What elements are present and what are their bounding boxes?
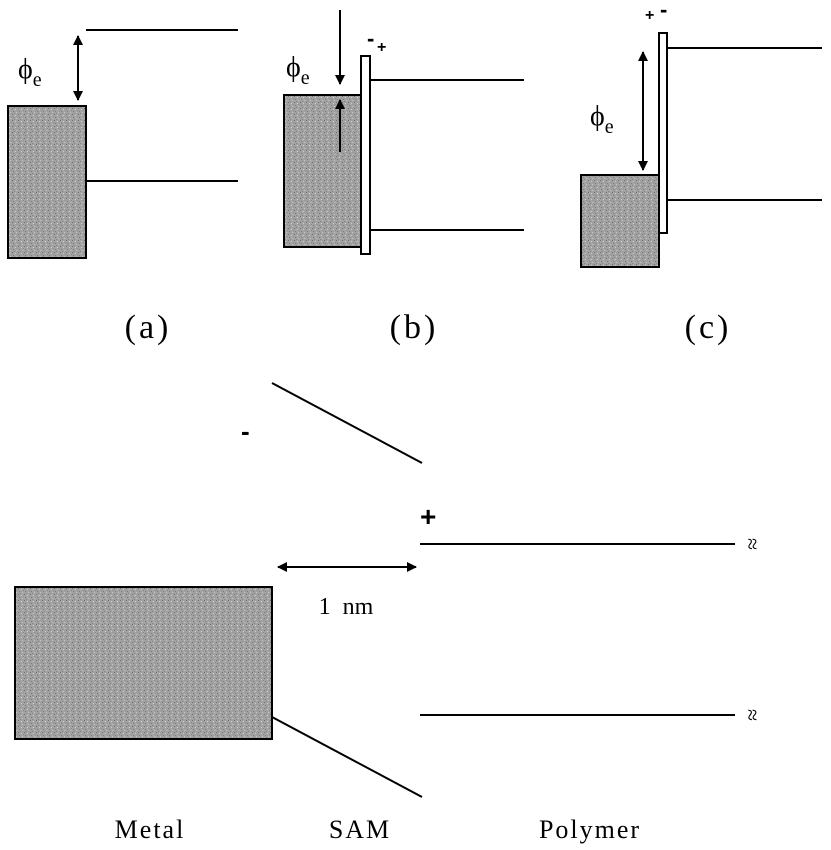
panel-c: ϕe + - (c) xyxy=(580,0,822,346)
panel-b-metal-block xyxy=(283,94,362,248)
panel-b-plus-sign: + xyxy=(377,39,386,56)
panel-c-caption: (c) xyxy=(685,309,732,346)
panel-a: ϕe (a) xyxy=(7,29,238,346)
panel-a-caption: (a) xyxy=(125,309,172,346)
bottom-plus-sign: + xyxy=(420,501,436,532)
sam-vacuum-slope-line xyxy=(271,382,423,464)
panel-c-sam-layer xyxy=(658,32,668,234)
polymer-label: Polymer xyxy=(539,815,641,844)
panel-c-phi-label: ϕe xyxy=(590,101,614,138)
panel-c-minus-sign: - xyxy=(660,0,667,22)
metal-label: Metal xyxy=(115,815,186,844)
panel-c-plus-sign: + xyxy=(645,7,654,24)
break-mark-upper: ≈ xyxy=(740,538,765,550)
bottom-metal-block xyxy=(14,586,273,740)
panel-b-phi-label: ϕe xyxy=(286,52,310,89)
break-mark-lower: ≈ xyxy=(740,709,765,721)
panel-b: ϕe - + (b) xyxy=(283,10,524,346)
sam-label: SAM xyxy=(329,815,391,844)
panel-b-minus-sign: - xyxy=(367,26,374,51)
sam-band-slope-line xyxy=(271,716,423,798)
interface-schematic: - + 1 nm ≈ ≈ Metal SAM Polymer xyxy=(14,382,765,844)
panel-a-metal-block xyxy=(7,105,87,259)
panel-b-caption: (b) xyxy=(390,309,439,346)
panel-c-metal-block xyxy=(580,174,660,268)
thickness-label: 1 nm xyxy=(319,594,374,620)
bottom-minus-sign: - xyxy=(241,416,250,446)
panel-a-phi-label: ϕe xyxy=(18,54,42,91)
panel-b-sam-layer xyxy=(360,55,371,255)
